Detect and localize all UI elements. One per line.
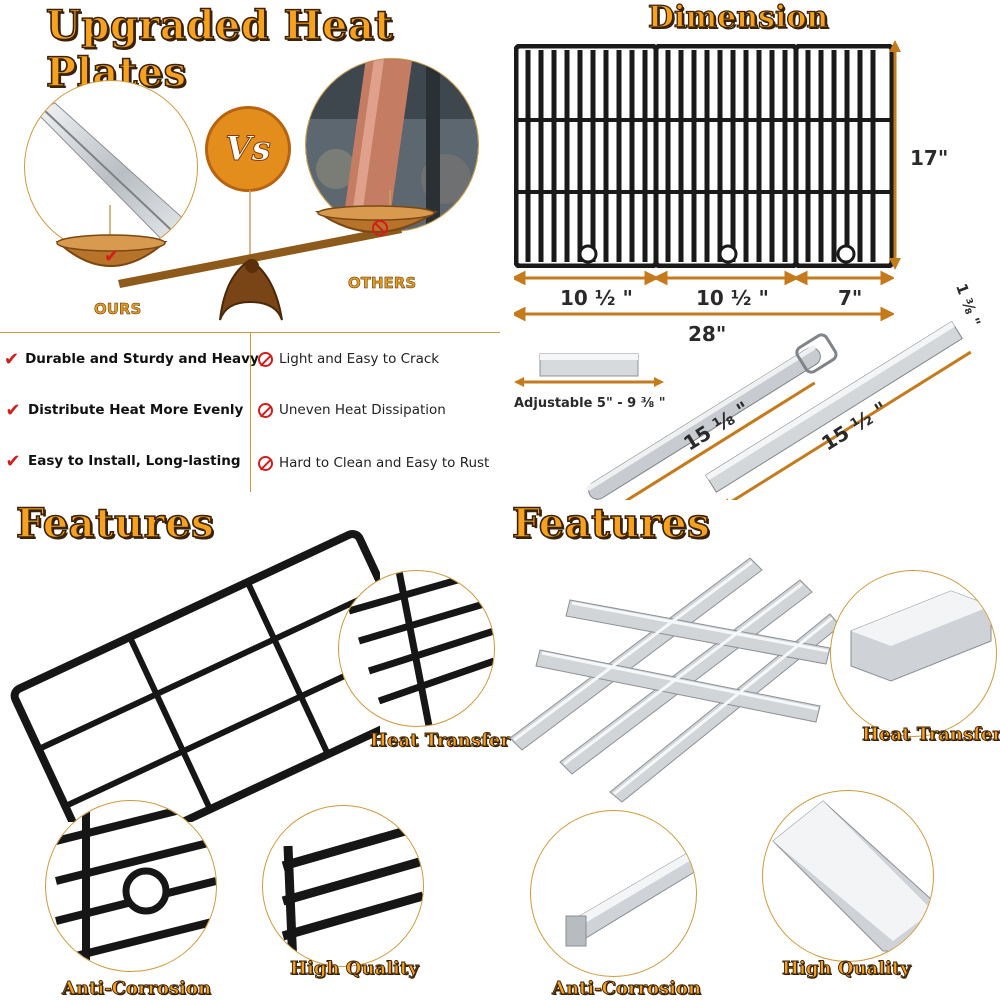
vs-badge: Vs: [205, 106, 291, 192]
total-width-label: 28": [688, 322, 727, 346]
grate-quality-closeup: [262, 805, 424, 967]
width-c-label: 7": [838, 286, 863, 310]
grate-set-illustration: [514, 44, 895, 268]
ours-point: ✔Easy to Install, Long-lasting: [5, 450, 241, 472]
svg-text:✔: ✔: [104, 246, 119, 267]
plate-features-title: Features: [511, 499, 711, 548]
height-label: 17": [910, 146, 949, 170]
plate-anti-corrosion-label: Anti-Corrosion: [552, 978, 702, 1000]
others-label: OTHERS: [348, 274, 417, 293]
balance-scale-illustration: ✔: [55, 190, 439, 321]
burner-and-plate-illustration: [586, 320, 972, 500]
ours-point: ✔Durable and Sturdy and Heavy: [4, 348, 259, 370]
others-point: Light and Easy to Crack: [258, 346, 500, 372]
others-points-list: Light and Easy to Crack Uneven Heat Diss…: [258, 346, 500, 476]
comparison-title: Upgraded Heat Plates: [45, 1, 394, 97]
ours-points-list: ✔Durable and Sturdy and Heavy ✔Distribut…: [4, 346, 259, 474]
dimension-title: Dimension: [647, 0, 829, 36]
plate-heat-closeup: [830, 570, 997, 737]
crossover-label: Adjustable 5" - 9 ⅜ ": [514, 396, 666, 411]
plate-features-panel: Features Heat Transfer Anti-Corrosion Hi…: [500, 499, 1000, 1000]
grate-angled-illustration: [10, 530, 380, 822]
grate-heat-closeup: [338, 570, 495, 727]
prohibited-icon: [258, 351, 273, 367]
plate-corrosion-closeup: [530, 810, 697, 977]
width-arrows: [514, 270, 894, 322]
others-point: Hard to Clean and Easy to Rust: [258, 450, 500, 476]
grate-features-panel: Features Heat Transfer Anti-Corrosion Hi…: [0, 499, 510, 1000]
ours-label: OURS: [94, 300, 142, 319]
crossover-tube-illustration: [514, 353, 664, 387]
others-point: Uneven Heat Dissipation: [258, 397, 500, 423]
ours-point: ✔Distribute Heat More Evenly: [5, 399, 244, 421]
check-icon: ✔: [5, 399, 21, 421]
dimension-panel: Dimension 17" 10 ½ " 10 ½ " 7" 28": [500, 0, 1000, 500]
width-a-label: 10 ½ ": [560, 286, 633, 310]
heat-plates-illustration: [509, 557, 840, 803]
prohibited-icon: [258, 455, 273, 471]
prohibited-icon: [258, 402, 273, 418]
plate-quality-closeup: [762, 790, 934, 962]
grate-features-title: Features: [15, 499, 215, 548]
vertical-divider: [250, 332, 251, 492]
grate-high-quality-label: High Quality: [290, 958, 420, 980]
grate-anti-corrosion-label: Anti-Corrosion: [62, 978, 212, 1000]
plate-high-quality-label: High Quality: [782, 958, 912, 980]
comparison-panel: Upgraded Heat Plates Vs: [0, 0, 500, 495]
ours-plate-closeup: [24, 80, 198, 254]
vs-text: Vs: [225, 129, 272, 170]
height-arrow: [889, 40, 901, 270]
grate-heat-transfer-label: Heat Transfer: [370, 730, 511, 752]
check-icon: ✔: [4, 348, 20, 370]
check-icon: ✔: [5, 450, 21, 472]
plate-heat-transfer-label: Heat Transfer: [862, 724, 1000, 746]
width-b-label: 10 ½ ": [696, 286, 769, 310]
grate-corrosion-closeup: [45, 800, 217, 972]
